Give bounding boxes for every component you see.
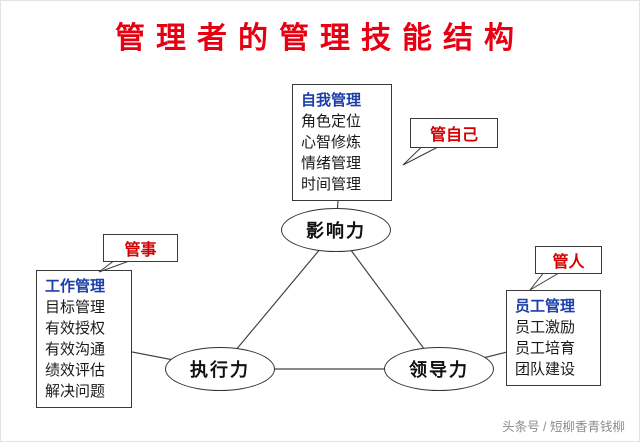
callout-manage-people-tail <box>529 273 560 291</box>
self-management-box-title: 自我管理 <box>301 92 362 109</box>
watermark-text: 头条号 / 短柳香青钱柳 <box>502 420 625 434</box>
work-management-item: 有效沟通 <box>45 341 106 358</box>
staff-management-item: 员工激励 <box>515 319 576 336</box>
self-management-item: 心智修炼 <box>301 134 362 151</box>
work-management-item: 有效授权 <box>45 320 106 337</box>
node-leadership: 领导力 <box>384 347 494 391</box>
work-management-box-title: 工作管理 <box>45 278 106 295</box>
callout-manage-self-label: 管自己 <box>429 127 478 144</box>
callout-manage-work-label: 管事 <box>124 242 157 259</box>
node-execution: 执行力 <box>165 347 275 391</box>
callout-manage-people: 管人 <box>535 246 602 274</box>
node-execution-label: 执行力 <box>190 360 250 380</box>
work-management-item: 目标管理 <box>45 299 106 316</box>
staff-management-box: 员工管理 员工激励 员工培育 团队建设 <box>506 290 601 386</box>
work-management-item: 绩效评估 <box>45 362 106 379</box>
staff-management-box-title: 员工管理 <box>515 298 576 315</box>
self-management-box: 自我管理 角色定位 心智修炼 情绪管理 时间管理 <box>292 84 392 201</box>
self-management-item: 情绪管理 <box>301 155 362 172</box>
work-management-box: 工作管理 目标管理 有效授权 有效沟通 绩效评估 解决问题 <box>36 270 132 408</box>
node-influence-label: 影响力 <box>306 221 366 241</box>
callout-manage-work: 管事 <box>103 234 178 262</box>
callout-manage-self: 管自己 <box>410 118 498 148</box>
staff-management-item: 团队建设 <box>515 361 576 378</box>
staff-management-item: 员工培育 <box>515 340 576 357</box>
diagram-title: 管理者的管理技能结构 <box>115 22 525 55</box>
callout-manage-self-tail <box>402 147 438 166</box>
self-management-item: 时间管理 <box>301 176 362 193</box>
callout-manage-people-label: 管人 <box>552 254 585 271</box>
self-management-item: 角色定位 <box>301 113 362 130</box>
node-influence: 影响力 <box>281 208 391 252</box>
work-management-item: 解决问题 <box>45 383 106 400</box>
node-leadership-label: 领导力 <box>409 360 469 380</box>
